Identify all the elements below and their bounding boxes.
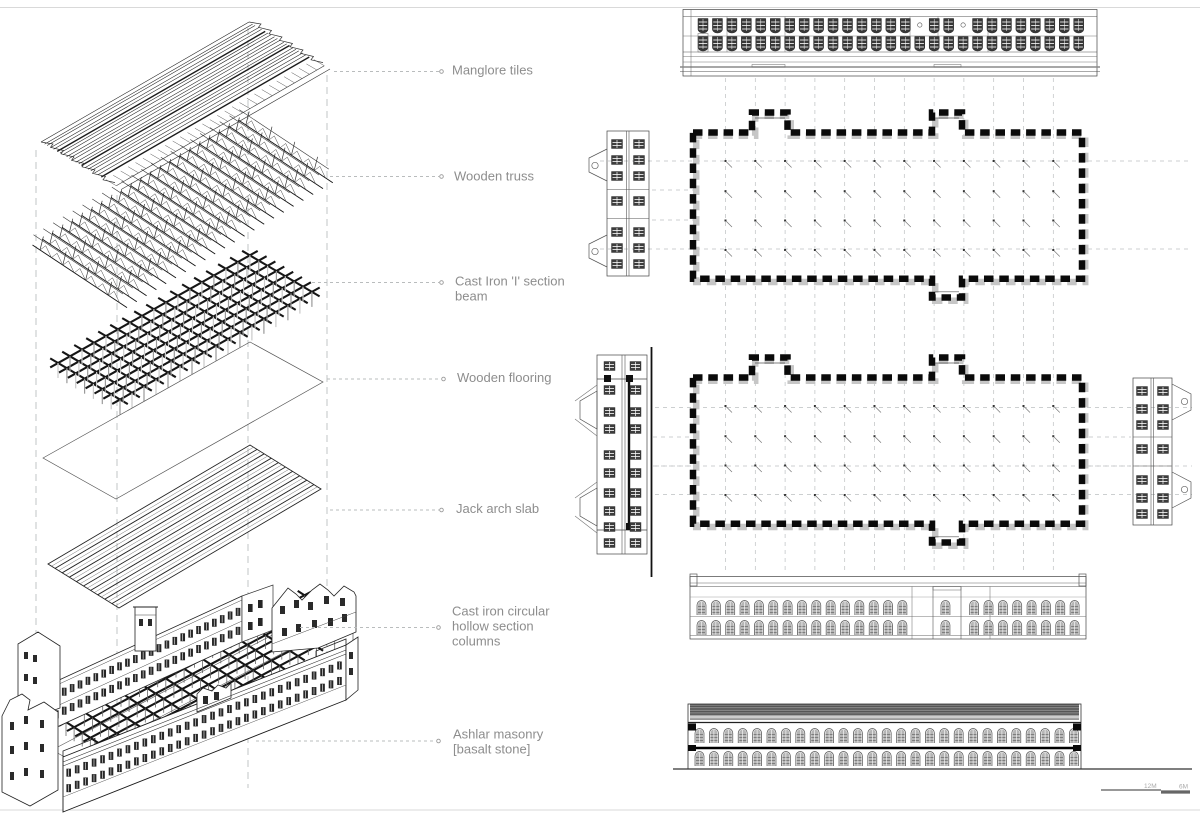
svg-text:hollow section: hollow section bbox=[452, 619, 534, 634]
svg-text:12M: 12M bbox=[1144, 783, 1157, 790]
svg-text:Manglore tiles: Manglore tiles bbox=[452, 63, 533, 78]
svg-text:Jack arch slab: Jack arch slab bbox=[456, 501, 539, 516]
svg-text:Cast iron circular: Cast iron circular bbox=[452, 604, 550, 619]
svg-text:Cast Iron 'I' section: Cast Iron 'I' section bbox=[455, 274, 565, 289]
svg-text:Ashlar masonry: Ashlar masonry bbox=[453, 727, 544, 742]
svg-text:columns: columns bbox=[452, 634, 501, 649]
svg-text:6M: 6M bbox=[1179, 784, 1188, 791]
svg-text:[basalt stone]: [basalt stone] bbox=[453, 742, 530, 757]
svg-text:beam: beam bbox=[455, 289, 488, 304]
svg-text:Wooden flooring: Wooden flooring bbox=[457, 370, 551, 385]
svg-text:Wooden truss: Wooden truss bbox=[454, 169, 534, 184]
